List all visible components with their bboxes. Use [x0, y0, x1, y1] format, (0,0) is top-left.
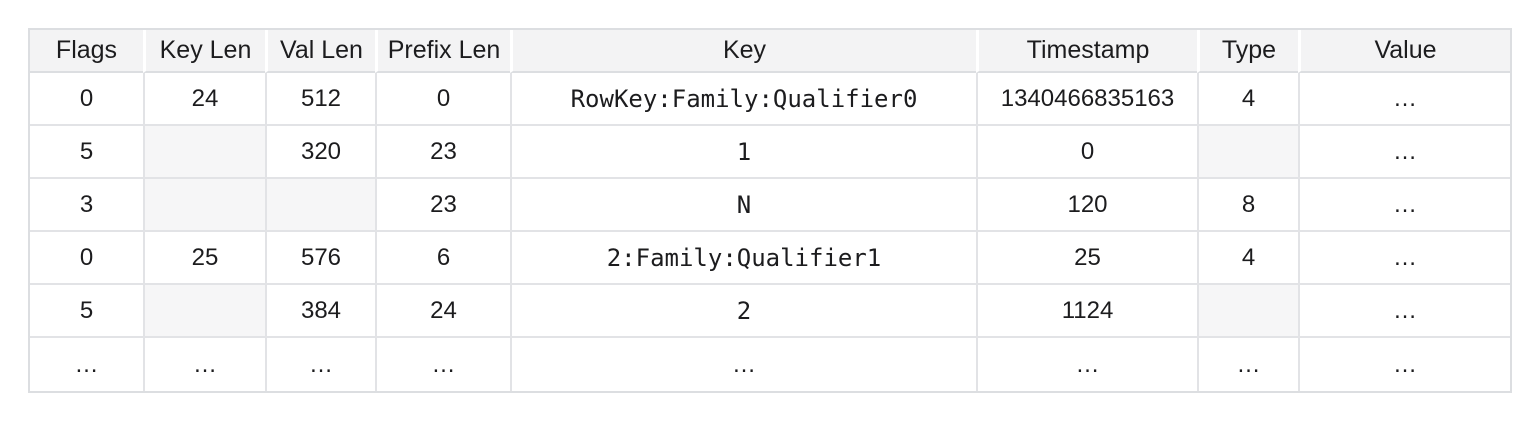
table-cell: [143, 285, 265, 338]
column-header-flags: Flags: [30, 30, 143, 73]
table-cell: [265, 179, 375, 232]
column-header-val-len: Val Len: [265, 30, 375, 73]
table-cell: 576: [265, 232, 375, 285]
table-cell: …: [1298, 126, 1510, 179]
table-cell: …: [1298, 73, 1510, 126]
table-cell: 0: [375, 73, 510, 126]
table-cell: …: [1197, 338, 1298, 391]
table-cell: [1197, 126, 1298, 179]
table-cell: 120: [976, 179, 1197, 232]
table-cell: …: [143, 338, 265, 391]
table-cell: N: [510, 179, 976, 232]
table-cell: …: [375, 338, 510, 391]
table-cell: 2: [510, 285, 976, 338]
table-cell: …: [510, 338, 976, 391]
keyvalue-table-wrapper: Flags Key Len Val Len Prefix Len Key Tim…: [28, 28, 1512, 393]
table-cell: …: [1298, 285, 1510, 338]
table-cell: RowKey:Family:Qualifier0: [510, 73, 976, 126]
table-cell: 320: [265, 126, 375, 179]
table-cell: …: [1298, 179, 1510, 232]
table-cell: [1197, 285, 1298, 338]
table-cell: [143, 179, 265, 232]
column-header-key: Key: [510, 30, 976, 73]
table-cell: 6: [375, 232, 510, 285]
column-header-prefix-len: Prefix Len: [375, 30, 510, 73]
table-cell: 8: [1197, 179, 1298, 232]
table-cell: 0: [976, 126, 1197, 179]
table-cell: …: [30, 338, 143, 391]
table-cell: 4: [1197, 73, 1298, 126]
table-cell: 512: [265, 73, 375, 126]
table-cell: 24: [143, 73, 265, 126]
table-cell: 25: [143, 232, 265, 285]
table-cell: …: [265, 338, 375, 391]
column-header-timestamp: Timestamp: [976, 30, 1197, 73]
table-cell: …: [1298, 232, 1510, 285]
header-row: Flags Key Len Val Len Prefix Len Key Tim…: [30, 30, 1510, 73]
column-header-value: Value: [1298, 30, 1510, 73]
keyvalue-table: Flags Key Len Val Len Prefix Len Key Tim…: [30, 30, 1510, 391]
table-cell: 24: [375, 285, 510, 338]
table-cell: 1: [510, 126, 976, 179]
table-cell: 23: [375, 179, 510, 232]
table-cell: 2:Family:Qualifier1: [510, 232, 976, 285]
table-cell: 4: [1197, 232, 1298, 285]
table-cell: …: [1298, 338, 1510, 391]
table-cell: 384: [265, 285, 375, 338]
table-cell: 5: [30, 285, 143, 338]
table-cell: 3: [30, 179, 143, 232]
column-header-key-len: Key Len: [143, 30, 265, 73]
table-cell: 23: [375, 126, 510, 179]
table-cell: …: [976, 338, 1197, 391]
table-cell: 1124: [976, 285, 1197, 338]
table-cell: 25: [976, 232, 1197, 285]
table-row: ……………………: [30, 338, 1510, 391]
table-header: Flags Key Len Val Len Prefix Len Key Tim…: [30, 30, 1510, 73]
table-cell: 0: [30, 232, 143, 285]
table-cell: 5: [30, 126, 143, 179]
table-cell: 0: [30, 73, 143, 126]
table-cell: 1340466835163: [976, 73, 1197, 126]
table-cell: [143, 126, 265, 179]
column-header-type: Type: [1197, 30, 1298, 73]
